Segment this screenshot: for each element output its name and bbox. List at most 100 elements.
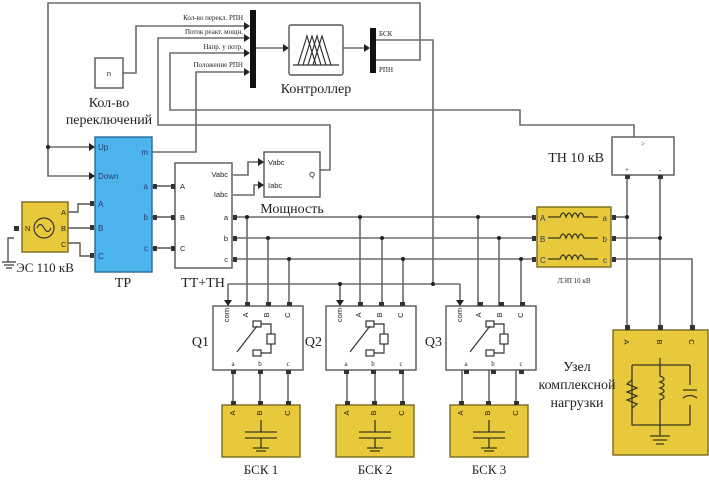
breaker-port-top: C — [283, 312, 292, 318]
switch-count-value: n — [107, 69, 111, 78]
bank-port: B — [255, 410, 264, 415]
switch-count-label-1: Кол-во — [89, 96, 130, 111]
bank-port: A — [228, 410, 237, 415]
wire-rpn-up — [47, 2, 421, 148]
meas-port-a-in: A — [180, 182, 185, 191]
tr-port-b-in: B — [98, 224, 103, 233]
controller-block[interactable]: Контроллер — [281, 24, 351, 97]
power-port-vabc: Vabc — [268, 158, 285, 167]
breaker-port-top: C — [396, 312, 405, 318]
breaker-port-top: B — [375, 312, 384, 317]
breaker-port-top: B — [495, 312, 504, 317]
breaker-port-top: A — [474, 312, 483, 317]
fuzzy-membership-icon — [293, 33, 339, 66]
source-port-c: C — [61, 240, 67, 249]
line-port-c-out: c — [603, 256, 607, 265]
tr-port-m: m — [141, 148, 148, 157]
mux-input-4: Положение РПН — [194, 61, 244, 69]
breaker-port-top: A — [354, 312, 363, 317]
line-port-a-out: a — [603, 214, 608, 223]
wire-vabc — [233, 161, 264, 176]
bank-port: C — [511, 410, 520, 416]
breaker-port-top: A — [241, 312, 250, 317]
line-port-c-in: C — [540, 256, 546, 265]
capacitor-icon — [473, 420, 505, 452]
bank-label: БСК 3 — [472, 462, 506, 477]
junction-dots — [245, 215, 662, 261]
breaker-label: Q2 — [305, 335, 322, 350]
capacitor-bank-1[interactable]: A B C БСК 1 — [221, 401, 301, 477]
bank-port: C — [283, 410, 292, 416]
source-port-a: A — [61, 208, 66, 217]
breaker-port-bottom: a — [231, 360, 235, 368]
load-port-a: A — [622, 339, 631, 344]
ac-source-icon — [33, 217, 55, 239]
breaker-port-top: com — [335, 308, 344, 322]
breaker-port-top: com — [222, 308, 231, 322]
breaker-port-bottom: b — [258, 360, 262, 368]
breaker-port-bottom: c — [519, 360, 522, 368]
load-port-b: B — [655, 339, 664, 344]
tr-port-c-out: c — [144, 244, 148, 253]
source-port-n: N — [25, 224, 30, 233]
switch-count-block[interactable]: n Кол-во переключений — [66, 57, 153, 128]
source-port-b: B — [61, 224, 66, 233]
mux-block[interactable]: Кол-во перекл. РПН Поток реакт. мощн. На… — [183, 10, 256, 88]
vt10-port-plus: + — [625, 166, 629, 174]
capacitor-icon — [245, 420, 277, 452]
bank-port: B — [483, 410, 492, 415]
vt10-block[interactable]: > + - ТН 10 кВ — [548, 136, 675, 179]
mux-input-1: Кол-во перекл. РПН — [183, 14, 243, 22]
vt10-port-minus: - — [659, 166, 662, 174]
line10-block[interactable]: A B C a b c ЛЭП 10 кВ — [532, 206, 616, 285]
measurement-block[interactable]: A B C Vabc Iabc a b c ТТ+ТН — [171, 162, 237, 291]
bank-port: B — [369, 410, 378, 415]
mux-input-3: Напр. у потр. — [203, 43, 243, 51]
line-port-b-in: B — [540, 235, 545, 244]
tr-port-c-in: C — [98, 252, 104, 261]
demux-output-2: РПН — [379, 66, 393, 74]
ground-icon — [2, 261, 16, 269]
source-block[interactable]: N A B C ЭС 110 кВ — [14, 201, 74, 275]
meas-port-c-out: c — [224, 255, 228, 264]
breaker-port-bottom: b — [371, 360, 375, 368]
tr-port-down: Down — [98, 172, 118, 181]
switch-icon — [349, 320, 389, 357]
line-port-a-in: A — [540, 214, 546, 223]
tr-port-a-out: a — [144, 182, 149, 191]
load-block[interactable]: A B C Узел комплексной нагрузки — [538, 325, 709, 456]
wire-bsk — [376, 39, 434, 284]
line-port-b-out: b — [603, 235, 608, 244]
rlc-load-icon — [625, 358, 698, 445]
wire-q-to-mux — [157, 37, 331, 171]
demux-block[interactable]: БСК РПН — [370, 28, 393, 74]
breaker-port-bottom: c — [286, 360, 289, 368]
bank-label: БСК 1 — [244, 462, 278, 477]
power-port-iabc: Iabc — [268, 181, 282, 190]
meas-port-b-in: B — [180, 213, 185, 222]
breaker-port-top: com — [455, 308, 464, 322]
power-port-q: Q — [309, 170, 315, 179]
controller-label: Контроллер — [281, 82, 351, 97]
source-label: ЭС 110 кВ — [16, 260, 74, 275]
measurement-label: ТТ+ТН — [181, 276, 225, 291]
bank-label: БСК 2 — [358, 462, 392, 477]
wire-n-to-mux — [123, 25, 244, 74]
tr-port-a-in: A — [98, 200, 104, 209]
inductor-icon — [548, 212, 598, 261]
power-block[interactable]: Vabc Iabc Q Мощность — [260, 151, 324, 217]
load-port-c: C — [687, 339, 696, 345]
tap-changer-block[interactable]: Up Down A B C m a b c ТР — [90, 136, 157, 291]
breaker-port-top: C — [516, 312, 525, 318]
vt10-label: ТН 10 кВ — [548, 151, 604, 166]
wire-m-to-mux — [152, 71, 244, 153]
power-label: Мощность — [260, 202, 323, 217]
switch-icon — [236, 320, 276, 357]
switch-icon — [469, 320, 509, 357]
